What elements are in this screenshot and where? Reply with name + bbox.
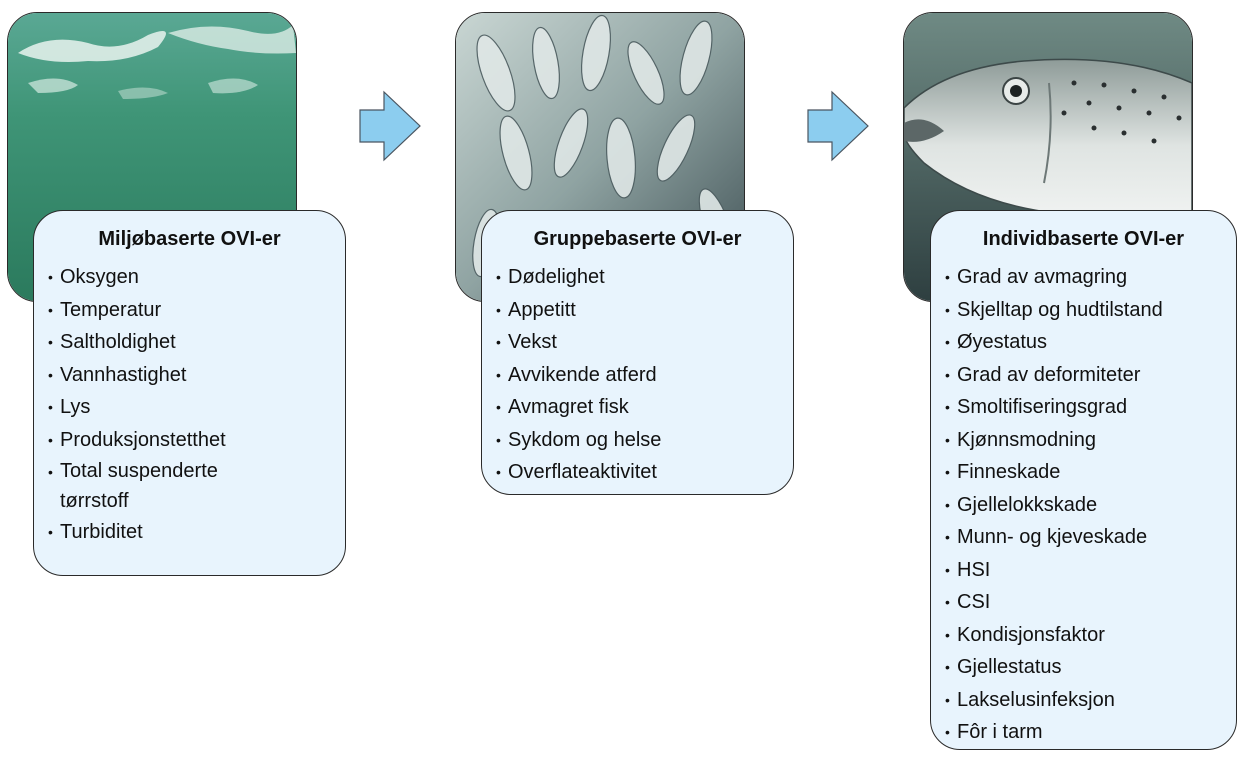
list-item: •Turbiditet	[48, 521, 143, 543]
list-item: •Avmagret fisk	[496, 396, 629, 418]
ovi-list: •Dødelighet •Appetitt •Vekst •Avvikende …	[482, 261, 793, 489]
list-item: •Produksjonstetthet	[48, 428, 226, 451]
list-item: •Kjønnsmodning	[945, 428, 1096, 451]
list-item: •Vannhastighet	[48, 363, 187, 386]
list-item: •CSI	[945, 591, 991, 613]
list-item: •Overflateaktivitet	[496, 461, 657, 483]
list-item: •Oksygen	[48, 266, 139, 288]
individual-ovi-card: Individbaserte OVI-er •Grad av avmagring…	[930, 210, 1237, 750]
list-item: •Skjelltap og hudtilstand	[945, 298, 1163, 321]
list-item: •Gjellelokkskade	[945, 493, 1098, 516]
list-item: •Avvikende atferd	[496, 363, 657, 386]
environment-ovi-card: Miljøbaserte OVI-er •Oksygen •Temperatur…	[33, 210, 346, 576]
list-item: •Smoltifiseringsgrad	[945, 396, 1128, 418]
card-title: Miljøbaserte OVI-er	[98, 228, 281, 250]
right-arrow-icon	[359, 90, 421, 162]
list-item: •Gjellestatus	[945, 656, 1062, 678]
list-item: •Lys	[48, 396, 91, 418]
ovi-list: •Grad av avmagring •Skjelltap og hudtils…	[931, 261, 1236, 749]
list-item: •Vekst	[496, 331, 557, 353]
ovi-list: •Oksygen •Temperatur •Saltholdighet •Van…	[34, 261, 345, 549]
list-item: •Appetitt	[496, 298, 576, 321]
list-item: •Grad av deformiteter	[945, 363, 1141, 386]
list-item: •Temperatur	[48, 298, 162, 321]
list-item: •Grad av avmagring	[945, 266, 1128, 288]
list-item: •HSI	[945, 558, 991, 581]
list-item: •Kondisjonsfaktor	[945, 623, 1105, 646]
list-item: •Fôr i tarm	[945, 721, 1043, 743]
list-item: •Dødelighet	[496, 266, 605, 288]
list-item: •Finneskade	[945, 461, 1061, 483]
group-ovi-card: Gruppebaserte OVI-er •Dødelighet •Appeti…	[481, 210, 794, 495]
list-item: •Munn- og kjeveskade	[945, 526, 1148, 548]
card-title: Individbaserte OVI-er	[982, 228, 1185, 250]
card-title: Gruppebaserte OVI-er	[533, 228, 742, 250]
right-arrow-icon	[807, 90, 869, 162]
list-item: •Saltholdighet	[48, 331, 176, 353]
list-item: •Øyestatus	[945, 331, 1048, 353]
list-item: •Sykdom og helse	[496, 428, 662, 451]
list-item: •Lakselusinfeksjon	[945, 688, 1115, 711]
